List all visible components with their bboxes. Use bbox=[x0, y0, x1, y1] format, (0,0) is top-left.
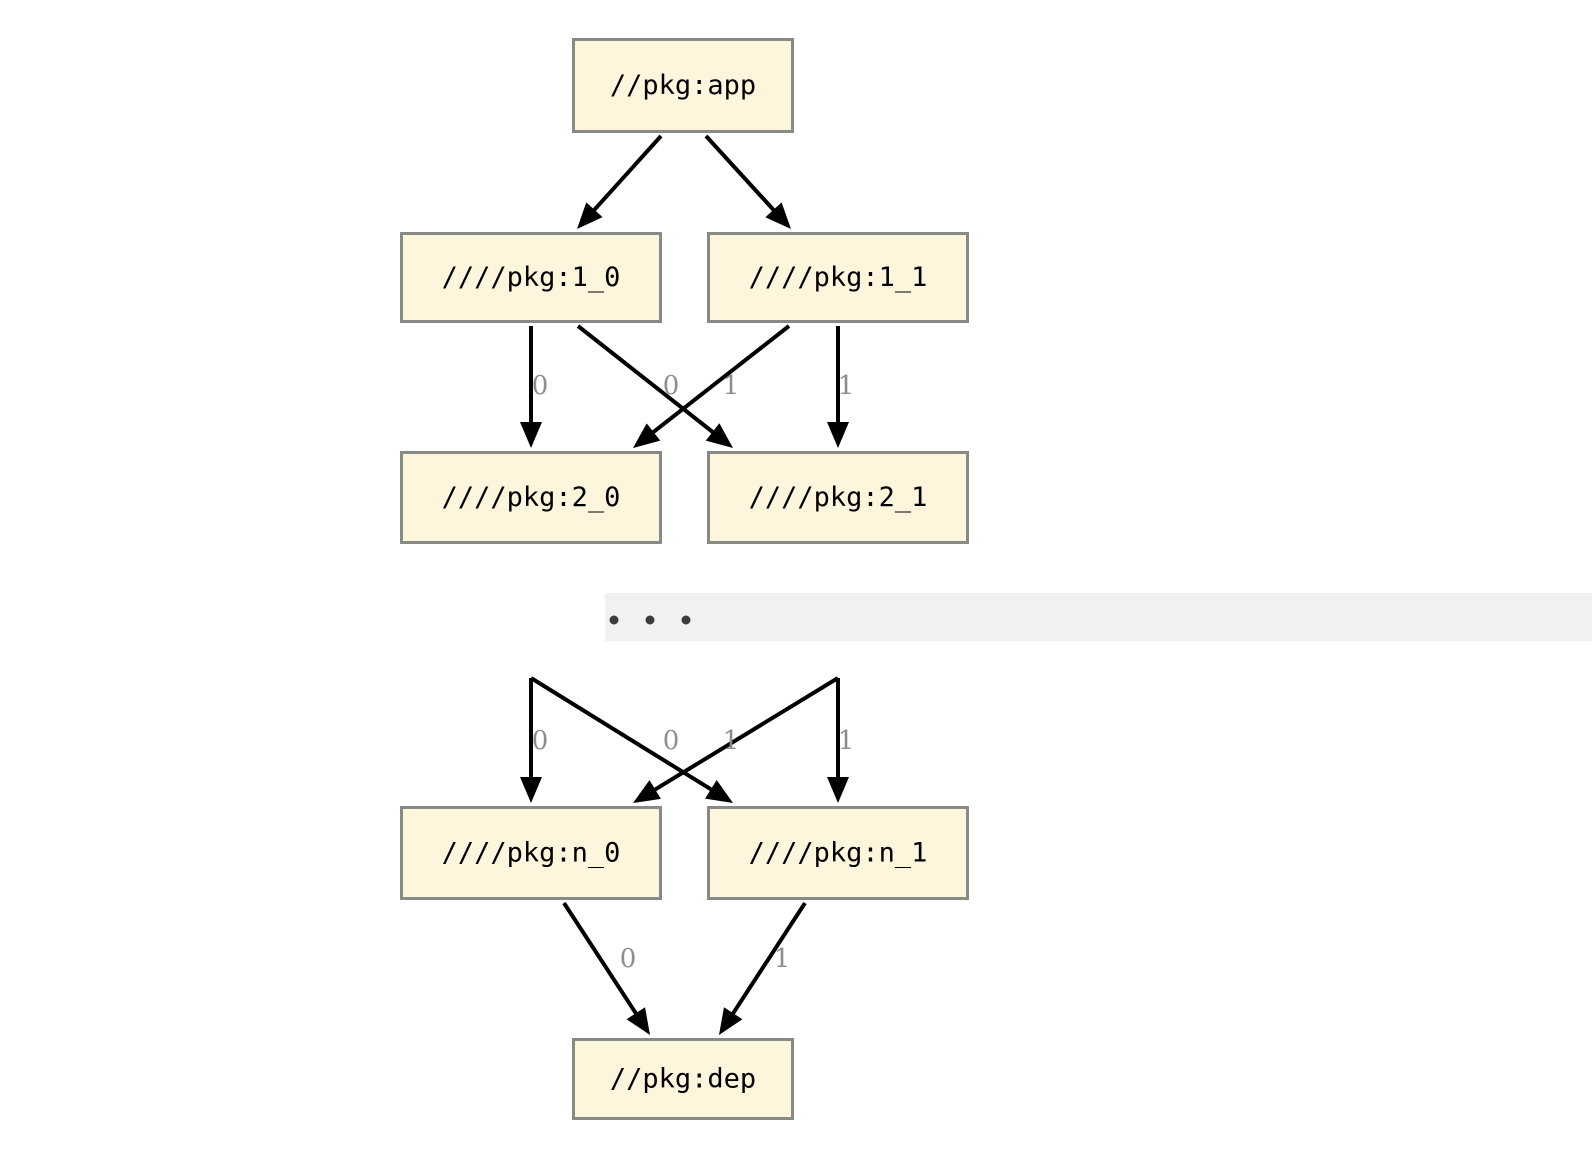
graph-edge: 1 bbox=[827, 678, 854, 803]
node-label: //pkg:dep bbox=[610, 1064, 756, 1095]
graph-node-n2_0[interactable]: ////pkg:2_0 bbox=[400, 451, 662, 544]
edge-arrowhead bbox=[577, 202, 603, 229]
edges-layer: 0 0 1 1 0 0 1 1 0 1 bbox=[520, 134, 854, 1035]
node-box[interactable] bbox=[400, 232, 662, 323]
edge-label: 0 bbox=[663, 726, 680, 756]
graph-edge: 0 bbox=[562, 901, 650, 1035]
edge-label: 0 bbox=[663, 371, 680, 401]
graph-node-nn_1[interactable]: ////pkg:n_1 bbox=[707, 806, 969, 900]
node-box[interactable] bbox=[707, 451, 969, 544]
graph-edge: 1 bbox=[633, 676, 840, 803]
graph-edge: 1 bbox=[633, 324, 791, 448]
edge-line bbox=[576, 324, 719, 438]
graph-node-n2_1[interactable]: ////pkg:2_1 bbox=[707, 451, 969, 544]
edge-line bbox=[562, 901, 641, 1020]
node-box[interactable] bbox=[707, 806, 969, 900]
edge-line bbox=[728, 901, 807, 1020]
edge-arrowhead bbox=[633, 423, 661, 448]
edge-line bbox=[649, 676, 840, 795]
edge-label: 0 bbox=[532, 371, 549, 401]
edge-label: 0 bbox=[620, 944, 637, 974]
edge-arrowhead bbox=[520, 422, 542, 448]
ellipsis-separator bbox=[605, 593, 1592, 641]
edge-label: 1 bbox=[774, 944, 791, 974]
node-label: ////pkg:2_1 bbox=[749, 482, 928, 513]
node-box[interactable] bbox=[400, 806, 662, 900]
ellipsis-dot bbox=[681, 615, 691, 625]
graph-edge: 0 bbox=[529, 676, 733, 803]
node-label: ////pkg:1_0 bbox=[442, 262, 621, 293]
graph-node-app[interactable]: //pkg:app bbox=[572, 38, 794, 133]
edge-line bbox=[588, 134, 663, 216]
node-label: //pkg:app bbox=[610, 70, 756, 101]
edge-label: 1 bbox=[723, 726, 740, 756]
edge-line bbox=[704, 134, 779, 216]
graph-edge bbox=[704, 134, 791, 229]
graph-node-n1_0[interactable]: ////pkg:1_0 bbox=[400, 232, 662, 323]
edge-arrowhead bbox=[520, 777, 542, 803]
edge-arrowhead bbox=[827, 422, 849, 448]
node-label: ////pkg:1_1 bbox=[749, 262, 928, 293]
ellipsis-band bbox=[605, 593, 1592, 641]
graph-edge: 0 bbox=[520, 678, 548, 803]
node-box[interactable] bbox=[400, 451, 662, 544]
node-box[interactable] bbox=[572, 1038, 794, 1120]
edge-arrowhead bbox=[719, 1007, 743, 1035]
ellipsis-dot bbox=[645, 615, 655, 625]
edge-line bbox=[529, 676, 718, 795]
edge-label: 1 bbox=[838, 371, 855, 401]
edge-label: 0 bbox=[532, 726, 549, 756]
edge-label: 1 bbox=[723, 371, 740, 401]
graph-edge: 0 bbox=[520, 326, 548, 448]
edge-line bbox=[647, 324, 791, 438]
graph-node-nn_0[interactable]: ////pkg:n_0 bbox=[400, 806, 662, 900]
node-label: ////pkg:n_1 bbox=[749, 838, 928, 869]
node-box[interactable] bbox=[572, 38, 794, 133]
edge-arrowhead bbox=[827, 777, 849, 803]
edge-label: 1 bbox=[838, 726, 855, 756]
edge-arrowhead bbox=[705, 423, 733, 448]
graph-edge: 1 bbox=[719, 901, 807, 1035]
graph-edge: 1 bbox=[827, 326, 854, 448]
edge-arrowhead bbox=[633, 780, 661, 803]
edge-arrowhead bbox=[765, 202, 791, 229]
node-label: ////pkg:n_0 bbox=[442, 838, 621, 869]
nodes-layer: //pkg:app ////pkg:1_0 ////pkg:1_1 ////pkg:2… bbox=[400, 38, 969, 1120]
edge-arrowhead bbox=[626, 1007, 650, 1035]
node-box[interactable] bbox=[707, 232, 969, 323]
graph-edge: 0 bbox=[576, 324, 733, 448]
graph-node-dep[interactable]: //pkg:dep bbox=[572, 1038, 794, 1120]
graph-edge bbox=[577, 134, 663, 229]
ellipsis-dot bbox=[609, 615, 619, 625]
graph-node-n1_1[interactable]: ////pkg:1_1 bbox=[707, 232, 969, 323]
edge-arrowhead bbox=[705, 779, 733, 803]
node-label: ////pkg:2_0 bbox=[442, 482, 621, 513]
